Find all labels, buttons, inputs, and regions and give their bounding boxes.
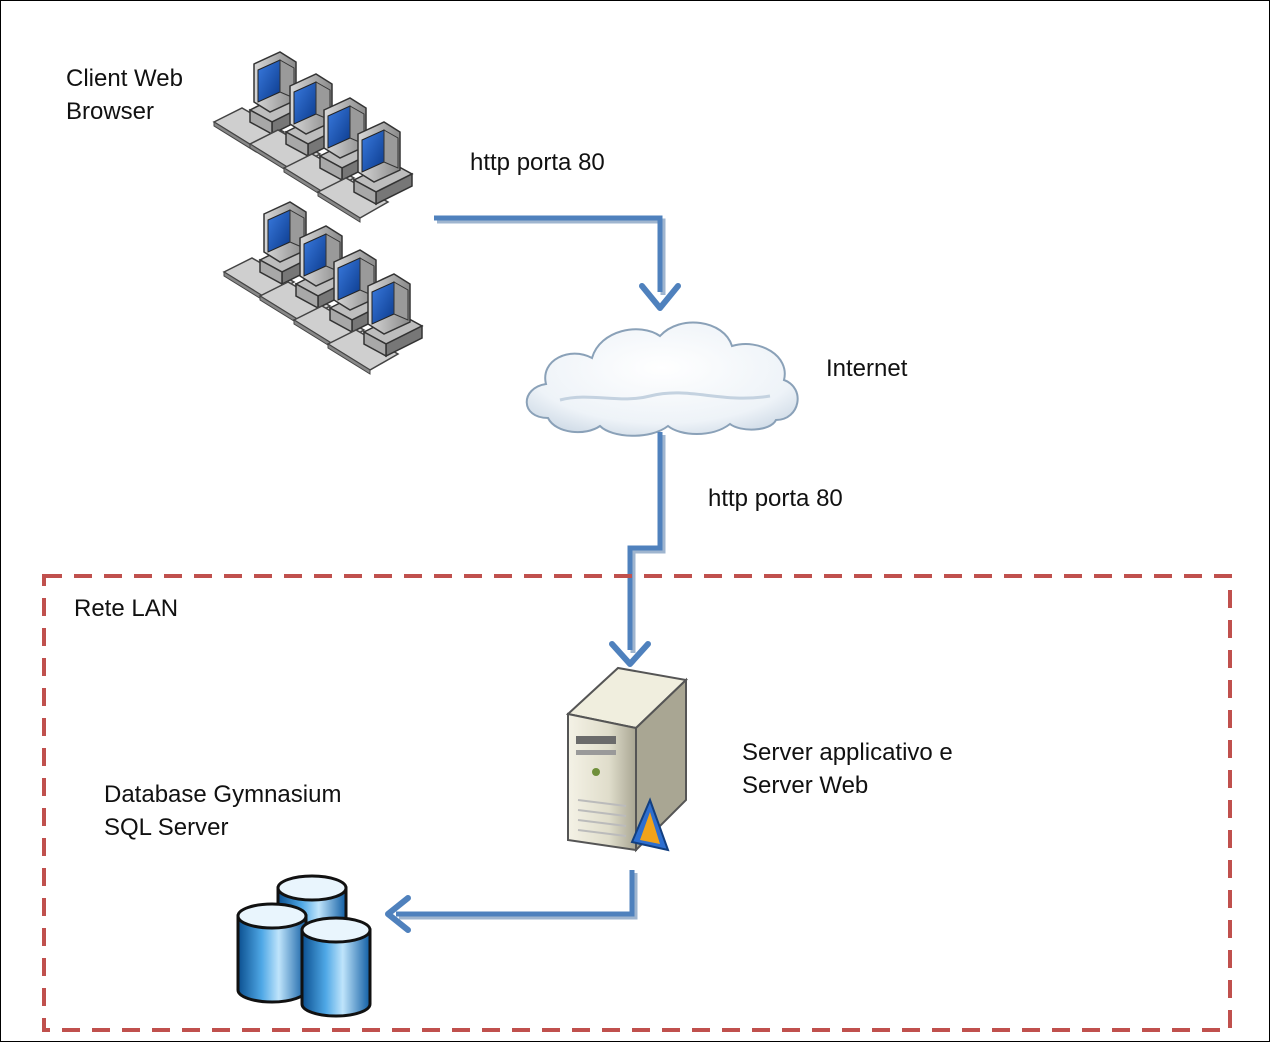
database-label-line2: SQL Server	[104, 814, 229, 841]
server-label-line1: Server applicativo e	[742, 739, 953, 766]
clients-label-line1: Client Web	[66, 65, 183, 92]
lan-boundary	[42, 574, 1232, 1032]
server-label-line2: Server Web	[742, 772, 869, 799]
clients-label-line2: Browser	[66, 98, 155, 125]
database-label: Database Gymnasium SQL Server	[104, 778, 341, 844]
server-tower-icon	[565, 666, 689, 853]
cloud-icon	[525, 321, 799, 437]
database-label-line1: Database Gymnasium	[104, 781, 342, 808]
connector-clients-to-internet	[434, 215, 681, 311]
database-cylinders-icon	[236, 874, 372, 1018]
internet-label: Internet	[826, 355, 908, 382]
link-top-label: http porta 80	[470, 149, 605, 176]
server-label: Server applicativo e Server Web	[742, 736, 953, 802]
link-mid-label: http porta 80	[708, 485, 843, 512]
lan-label: Rete LAN	[74, 595, 179, 622]
clients-label: Client Web Browser	[66, 62, 183, 128]
workstation-group-icon	[213, 51, 423, 375]
connector-server-to-database	[385, 870, 638, 933]
connector-internet-to-server	[609, 432, 666, 667]
